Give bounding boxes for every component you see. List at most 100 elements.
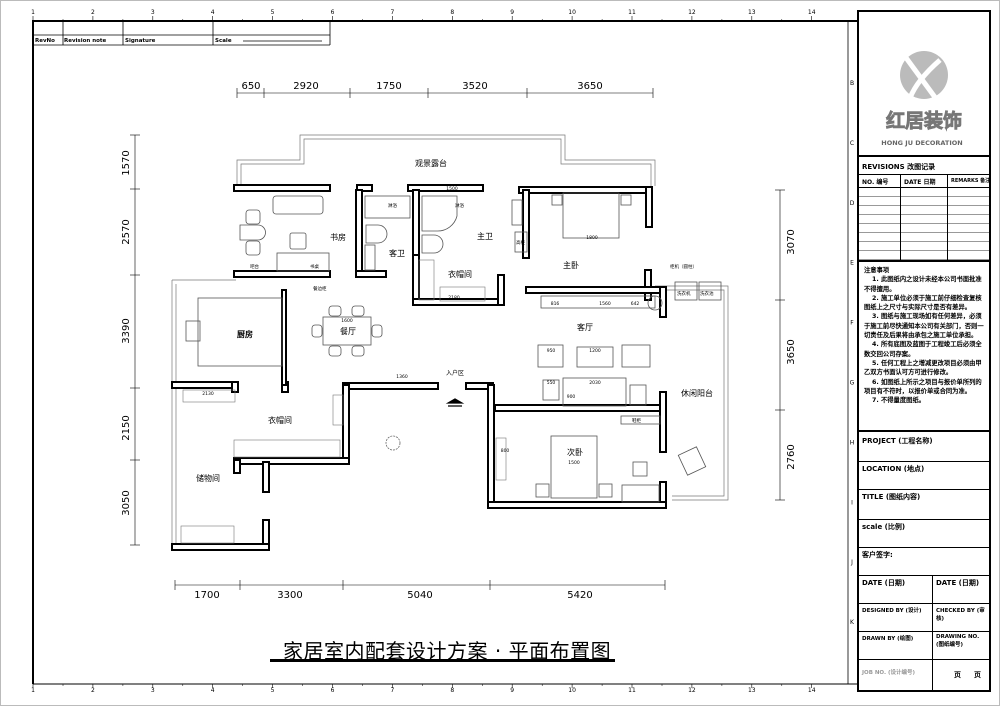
drawn-by-field: DRAWN BY (绘图) <box>859 632 933 660</box>
sink-icon <box>185 320 201 342</box>
project-field: PROJECT (工程名称) <box>859 434 989 462</box>
revision-cell <box>859 242 901 251</box>
page-label-b: 页 <box>974 671 981 679</box>
ruler-column-label: 7 <box>390 687 394 694</box>
dim-left-3: 3390 <box>121 318 132 343</box>
title-field: TITLE (图纸内容) <box>859 490 989 520</box>
dim-sofa-depth: 900 <box>567 394 576 400</box>
revision-cell <box>901 251 948 260</box>
dining-table <box>311 305 383 357</box>
dim-side-table: 550 <box>547 380 556 386</box>
ruler-row-label: K <box>850 619 855 626</box>
dim-dining-table: 1600 <box>341 318 353 324</box>
revision-cell <box>859 197 901 206</box>
page-label-a: 页 <box>954 671 961 679</box>
revision-cell <box>859 206 901 215</box>
revision-row <box>859 197 989 206</box>
dim-top-5: 3650 <box>577 81 602 92</box>
dim-bottom-4: 5420 <box>567 590 592 601</box>
ruler-row-label: H <box>850 439 855 446</box>
room-guest-bath: 客卫 <box>389 248 405 258</box>
revision-cell <box>859 251 901 260</box>
note-item: 2. 施工单位必须于施工前仔细检查复核图纸上之尺寸与实际尺寸是否有差异。 <box>864 294 982 312</box>
revision-note-header: Revision note <box>64 38 107 44</box>
revision-cell <box>901 206 948 215</box>
dim-right-2: 3650 <box>786 339 797 364</box>
revision-cell <box>859 233 901 242</box>
note-item: 7. 不得量度图纸。 <box>872 397 926 405</box>
dim-tv-1: 816 <box>551 301 560 307</box>
revision-row <box>859 242 989 251</box>
room-closet-lower: 衣帽间 <box>268 415 292 425</box>
revision-row <box>859 215 989 224</box>
label-shoe-cabinet: 鞋柜 <box>632 417 641 424</box>
ruler-row-label: D <box>850 200 855 207</box>
ruler-column-label: 1 <box>31 687 35 694</box>
revision-cell <box>901 224 948 233</box>
dim-bottom-2: 3300 <box>277 590 302 601</box>
dim-shoe: 1360 <box>396 374 408 380</box>
dim-left-4: 2150 <box>121 415 132 440</box>
dim-left-2: 2570 <box>121 219 132 244</box>
notes-title: 注意事项 <box>864 267 890 274</box>
revisions-title: REVISIONS 改图记录 <box>859 160 989 175</box>
dim-closet: 2180 <box>448 295 460 301</box>
ruler-column-label: 1 <box>31 9 35 16</box>
company-logo: 红居装饰 <box>886 51 962 132</box>
ruler-row-label: B <box>850 80 854 87</box>
dim-bottom-1: 1700 <box>194 590 219 601</box>
revision-cell <box>901 197 948 206</box>
logo-text: 红居装饰 <box>886 109 962 132</box>
room-master-bedroom: 主卧 <box>563 260 579 270</box>
logo-area: 红居装饰 HONG JU DECORATION <box>859 12 989 157</box>
ruler-column-label: 10 <box>568 687 576 694</box>
revision-row <box>859 251 989 260</box>
revno-header: RevNo <box>35 38 55 44</box>
label-desk: 书桌 <box>310 263 319 270</box>
signature-header: Signature <box>125 38 156 44</box>
dim-master-bed: 1800 <box>586 235 598 241</box>
revision-row <box>859 188 989 197</box>
label-washer: 洗衣机 <box>677 290 691 297</box>
designed-by-field: DESIGNED BY (设计) <box>859 604 933 632</box>
revisions-date-header: DATE 日期 <box>901 175 948 188</box>
dim-left-5: 3050 <box>121 490 132 515</box>
dim-tv-3: 642 <box>631 301 640 307</box>
drawing-no-field: DRAWING NO. (图纸编号) <box>933 632 989 660</box>
dim-wardrobe: 2130 <box>202 391 214 397</box>
revision-cell <box>859 215 901 224</box>
title-block: 红居装饰 HONG JU DECORATION REVISIONS 改图记录 N… <box>857 10 991 692</box>
kitchen-counter <box>197 297 283 367</box>
walls <box>171 184 667 551</box>
notes-section: 注意事项 1. 此图纸内之设计未经本公司书面批准不得擅用。2. 施工单位必须于施… <box>859 262 989 432</box>
ruler-column-label: 8 <box>450 687 454 694</box>
ruler-column-label: 5 <box>271 687 275 694</box>
closet-hatching <box>180 259 507 544</box>
revision-cell <box>859 224 901 233</box>
master-bed <box>540 192 656 309</box>
label-shower-1: 淋浴 <box>388 202 397 209</box>
label-ac: 柜机（圆柱） <box>670 263 697 270</box>
room-closet-upper: 衣帽间 <box>448 269 472 279</box>
dimension-lines <box>130 88 785 590</box>
ruler-column-label: 7 <box>390 9 394 16</box>
job-no-field: JOB NO. (设计编号) <box>859 660 933 690</box>
dim-top-1: 650 <box>241 81 260 92</box>
dim-armchair: 950 <box>547 348 556 354</box>
dim-sofa: 2030 <box>589 380 601 386</box>
revision-cell <box>859 188 901 197</box>
ruler-column-label: 10 <box>568 9 576 16</box>
ruler-row-label: F <box>850 320 854 327</box>
revision-row <box>859 233 989 242</box>
ruler-column-label: 2 <box>91 687 95 694</box>
dim-top-4: 3520 <box>462 81 487 92</box>
label-shower-2: 淋浴 <box>455 202 464 209</box>
ruler-column-label: 2 <box>91 9 95 16</box>
label-bar: 吧台 <box>250 263 259 270</box>
revision-cell <box>901 242 948 251</box>
note-item: 3. 图纸与施工现场如有任何差异，必须于施工前尽快通知本公司有关部门，否则一切责… <box>864 313 984 340</box>
